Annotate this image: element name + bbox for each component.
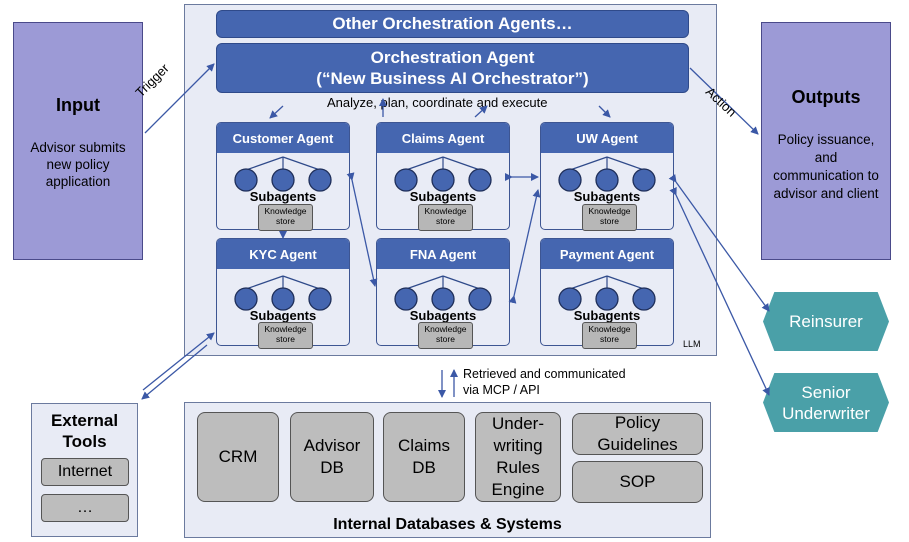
retrieved-line2: via MCP / API [463, 383, 540, 397]
subagents-label: Subagents [249, 308, 317, 323]
payment-agent: Payment Agent Subagents Knowledge store [540, 238, 674, 349]
claims-agent: Claims Agent Subagents Knowledge store [376, 122, 510, 231]
agent-title: Claims Agent [377, 123, 509, 153]
orchestration-agent-bar: Orchestration Agent (“New Business AI Or… [216, 43, 689, 93]
senior-underwriter-label: Senior Underwriter [782, 382, 870, 423]
external-tools-title: External Tools [50, 411, 119, 451]
internet-tool: Internet [41, 458, 129, 486]
reinsurer: Reinsurer [763, 292, 889, 351]
customer-agent: Customer Agent Subagents Knowledge store [216, 122, 350, 231]
internal-databases-title: Internal Databases & Systems [333, 516, 562, 533]
input-title: Input [56, 95, 100, 115]
knowledge-store: Knowledge store [258, 322, 313, 349]
analyze-label: Analyze, plan, coordinate and execute [327, 95, 548, 110]
knowledge-store: Knowledge store [418, 322, 473, 349]
agent-title: FNA Agent [377, 239, 509, 269]
advisor-db: Advisor DB [290, 412, 374, 502]
retrieved-label: Retrieved and communicated via MCP / API [463, 366, 626, 398]
knowledge-store: Knowledge store [258, 204, 313, 231]
more-tools: … [41, 494, 129, 522]
retrieved-line1: Retrieved and communicated [463, 367, 626, 381]
input-box: Input Advisor submits new policy applica… [13, 22, 143, 260]
outputs-title: Outputs [791, 87, 861, 107]
subagents-label: Subagents [409, 308, 477, 323]
subagents-label: Subagents [249, 189, 317, 204]
agent-title: KYC Agent [217, 239, 349, 269]
orchestrator-line2: (“New Business AI Orchestrator”) [316, 69, 589, 88]
kyc-agent: KYC Agent Subagents Knowledge store [216, 238, 350, 349]
outputs-body: Policy issuance, and communication to ad… [773, 132, 879, 201]
knowledge-store: Knowledge store [582, 322, 637, 349]
subagents-label: Subagents [573, 308, 641, 323]
agent-title: Payment Agent [541, 239, 673, 269]
crm-db: CRM [197, 412, 279, 502]
input-body: Advisor submits new policy application [30, 140, 126, 189]
agent-title: Customer Agent [217, 123, 349, 153]
agent-title: UW Agent [541, 123, 673, 153]
uw-agent: UW Agent Subagents Knowledge store [540, 122, 674, 231]
knowledge-store: Knowledge store [418, 204, 473, 231]
external-tools-box: External Tools Internet … [31, 403, 138, 537]
policy-guidelines: Policy Guidelines [572, 413, 703, 455]
reinsurer-label: Reinsurer [789, 311, 863, 331]
claims-db: Claims DB [383, 412, 465, 502]
fna-agent: FNA Agent Subagents Knowledge store [376, 238, 510, 349]
knowledge-store: Knowledge store [582, 204, 637, 231]
senior-underwriter: Senior Underwriter [763, 373, 889, 432]
llm-label: LLM [683, 339, 701, 349]
orchestrator-line1: Orchestration Agent [370, 48, 535, 67]
subagents-label: Subagents [573, 189, 641, 204]
outputs-box: Outputs Policy issuance, and communicati… [761, 22, 891, 260]
other-agents-bar: Other Orchestration Agents… [216, 10, 689, 38]
underwriting-rules-engine: Under-writing Rules Engine [475, 412, 561, 502]
subagents-label: Subagents [409, 189, 477, 204]
sop: SOP [572, 461, 703, 503]
